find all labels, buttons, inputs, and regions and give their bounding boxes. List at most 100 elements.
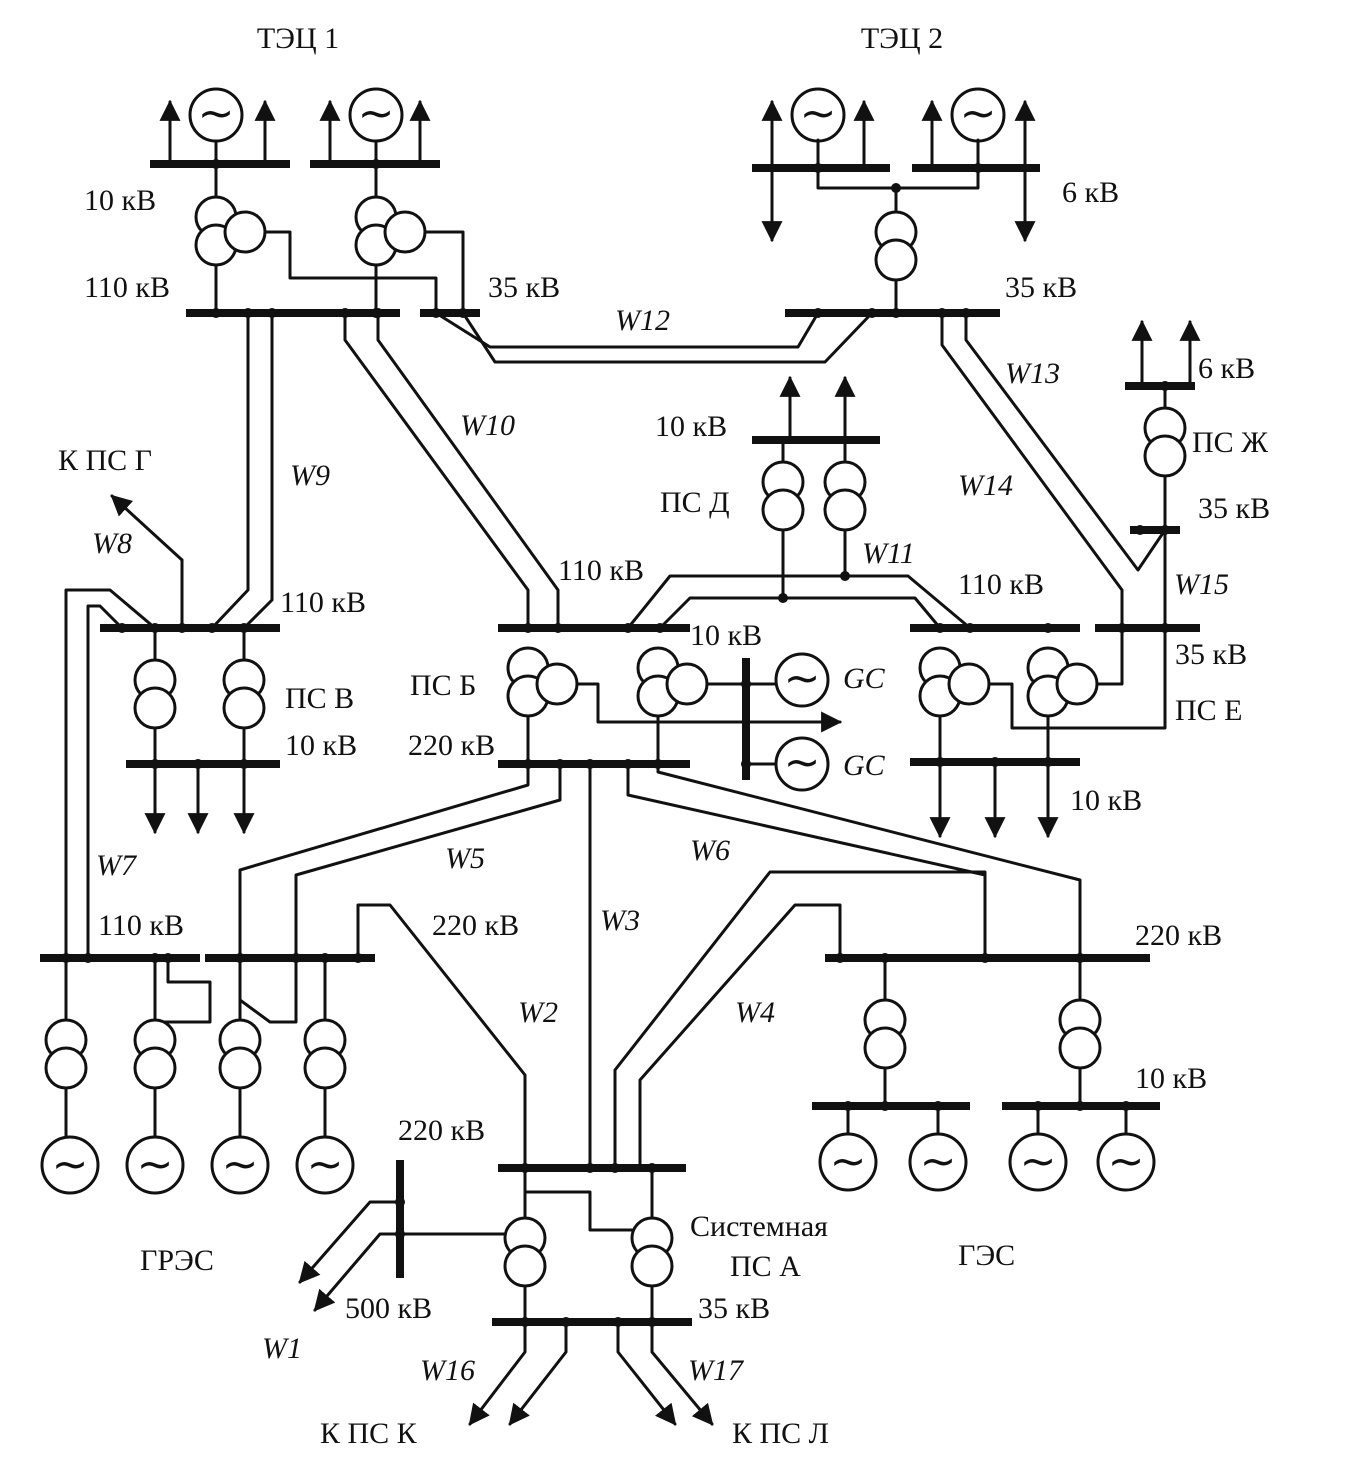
- svg-text:~: ~: [960, 88, 997, 139]
- generator-icon: [1096, 1132, 1156, 1192]
- line-label: W5: [445, 842, 485, 875]
- generator-icon: [348, 87, 404, 143]
- generator-label: GC: [843, 749, 886, 782]
- transformer-icon: [630, 1216, 674, 1288]
- line-label: W15: [1174, 568, 1229, 601]
- transformer-icon: [823, 460, 867, 532]
- voltage-label: 220 кВ: [432, 909, 519, 942]
- tec1-station: ~ ~: [150, 87, 480, 318]
- transformer-icon: [503, 1216, 547, 1288]
- svg-text:~: ~: [830, 1136, 867, 1187]
- voltage-label: 35 кВ: [1198, 492, 1270, 525]
- svg-text:~: ~: [784, 653, 821, 704]
- voltage-label: 10 кВ: [285, 729, 357, 762]
- transformer-icon: [303, 1018, 347, 1090]
- line-label: W2: [518, 996, 558, 1029]
- substation-label: Системная: [690, 1210, 828, 1243]
- transformer-icon: [636, 646, 709, 718]
- generator-icon: [774, 652, 830, 708]
- generator-icon: [40, 1135, 100, 1195]
- voltage-label: 35 кВ: [1175, 638, 1247, 671]
- ps-e: [910, 623, 1200, 839]
- transformer-icon: [133, 1018, 177, 1090]
- transformer-icon: [874, 210, 918, 282]
- gres-station: ~ ~ ~ ~: [40, 953, 375, 1195]
- generator-icon: [818, 1132, 878, 1192]
- voltage-label: 220 кВ: [398, 1114, 485, 1147]
- line-w10: [343, 311, 530, 630]
- ps-d: [752, 375, 880, 603]
- line-label: W4: [735, 996, 775, 1029]
- line-w7: [64, 588, 157, 960]
- transformer-icon: [1143, 406, 1187, 478]
- voltage-label: 6 кВ: [1062, 176, 1119, 209]
- svg-text:~: ~: [222, 1139, 259, 1190]
- voltage-label: 10 кВ: [655, 410, 727, 443]
- voltage-label: 35 кВ: [698, 1292, 770, 1325]
- voltage-label: 110 кВ: [958, 568, 1044, 601]
- voltage-label: 35 кВ: [488, 271, 560, 304]
- line-label: W10: [460, 409, 515, 442]
- line-w12: [434, 311, 820, 349]
- tec2-station: ~ ~: [752, 87, 1040, 318]
- svg-text:~: ~: [920, 1136, 957, 1187]
- line-w9: [210, 311, 250, 630]
- line-label: W9: [290, 459, 330, 492]
- voltage-label: 110 кВ: [280, 586, 366, 619]
- svg-text:~: ~: [52, 1139, 89, 1190]
- line-label: W7: [96, 849, 138, 882]
- transformer-icon: [1026, 646, 1099, 718]
- generator-icon: [210, 1135, 270, 1195]
- transformer-icon: [133, 658, 177, 730]
- destination-label: К ПС Г: [58, 444, 152, 477]
- voltage-label: 220 кВ: [1135, 919, 1222, 952]
- generator-icon: [125, 1135, 185, 1195]
- generator-label: GC: [843, 662, 886, 695]
- svg-text:~: ~: [137, 1139, 174, 1190]
- transformer-icon: [222, 658, 266, 730]
- generator-icon: [774, 736, 830, 792]
- line-label: W1: [262, 1332, 302, 1365]
- destination-label: К ПС Л: [732, 1417, 829, 1450]
- voltage-label: 220 кВ: [408, 729, 495, 762]
- svg-text:~: ~: [307, 1139, 344, 1190]
- transformer-icon: [1058, 998, 1102, 1070]
- substation-label: ПС В: [285, 682, 354, 715]
- line-w14: [940, 311, 1124, 630]
- destination-label: К ПС К: [320, 1417, 418, 1450]
- transformer-icon: [863, 998, 907, 1070]
- substation-label: ПС Е: [1175, 694, 1243, 727]
- line-w6: [626, 762, 987, 960]
- svg-text:~: ~: [800, 88, 837, 139]
- tec2-label: ТЭЦ 2: [861, 22, 943, 55]
- tec1-label: ТЭЦ 1: [257, 22, 339, 55]
- voltage-label: 110 кВ: [84, 271, 170, 304]
- transformer-icon: [918, 646, 991, 718]
- voltage-label: 500 кВ: [345, 1292, 432, 1325]
- voltage-label: 10 кВ: [1135, 1062, 1207, 1095]
- generator-icon: [1008, 1132, 1068, 1192]
- ps-b: ~ ~: [498, 623, 843, 792]
- svg-text:~: ~: [784, 737, 821, 788]
- voltage-label: 10 кВ: [1070, 784, 1142, 817]
- substation-label: ПС Д: [660, 486, 730, 519]
- voltage-label: 110 кВ: [98, 909, 184, 942]
- substation-label: ПС Ж: [1192, 426, 1268, 459]
- transformer-icon: [506, 646, 579, 718]
- station-label: ГЭС: [958, 1239, 1015, 1272]
- ps-v: [100, 494, 280, 835]
- line-w11: [626, 574, 972, 630]
- voltage-label: 6 кВ: [1198, 352, 1255, 385]
- line-label: W14: [958, 469, 1013, 502]
- transformer-icon: [218, 1018, 262, 1090]
- generator-icon: [908, 1132, 968, 1192]
- transformer-icon: [354, 195, 427, 267]
- line-label: W16: [420, 1354, 475, 1387]
- voltage-label: 110 кВ: [558, 554, 644, 587]
- svg-text:~: ~: [198, 88, 235, 139]
- transformer-icon: [44, 1018, 88, 1090]
- ps-a: [298, 1160, 714, 1426]
- line-label: W17: [688, 1354, 745, 1387]
- generator-icon: [188, 87, 244, 143]
